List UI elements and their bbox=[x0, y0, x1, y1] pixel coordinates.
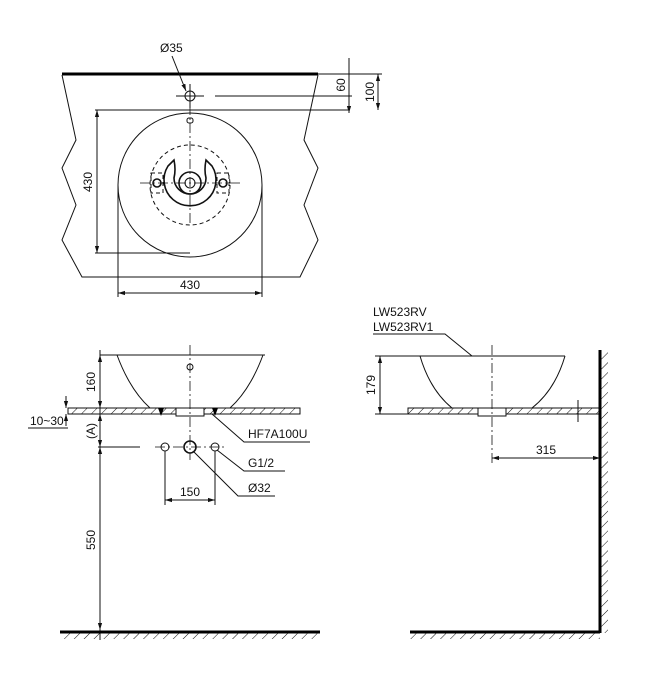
dim-100: 100 bbox=[363, 82, 377, 102]
dim-60: 60 bbox=[334, 78, 348, 92]
front-view: 160 10~30 (A) 150 550 HF7A100U G1/2 Ø32 bbox=[28, 345, 320, 640]
dim-150: 150 bbox=[180, 485, 200, 499]
dim-550: 550 bbox=[84, 530, 98, 550]
dim-315: 315 bbox=[536, 443, 556, 457]
model-label-2: LW523RV1 bbox=[373, 320, 434, 334]
basin-profile bbox=[116, 354, 264, 409]
tap-hole-diameter-label: Ø35 bbox=[160, 41, 183, 55]
dim-160: 160 bbox=[84, 372, 98, 392]
dim-10-30: 10~30 bbox=[30, 414, 64, 428]
waste-label: Ø32 bbox=[248, 481, 271, 495]
dim-179: 179 bbox=[364, 375, 378, 395]
drain-label: HF7A100U bbox=[248, 427, 307, 441]
supply-label: G1/2 bbox=[248, 456, 274, 470]
dim-depth-430: 430 bbox=[81, 172, 95, 192]
side-view: LW523RV LW523RV1 179 315 bbox=[364, 305, 608, 639]
drain-bracket bbox=[163, 158, 217, 207]
dim-width-430: 430 bbox=[180, 278, 200, 292]
basin-base-dashed bbox=[149, 144, 231, 226]
basin-profile-side bbox=[419, 355, 566, 409]
dim-a: (A) bbox=[84, 423, 98, 439]
model-label-1: LW523RV bbox=[373, 305, 427, 319]
top-view: 430 430 60 100 Ø35 bbox=[61, 41, 382, 297]
countertop-outline bbox=[61, 74, 319, 278]
